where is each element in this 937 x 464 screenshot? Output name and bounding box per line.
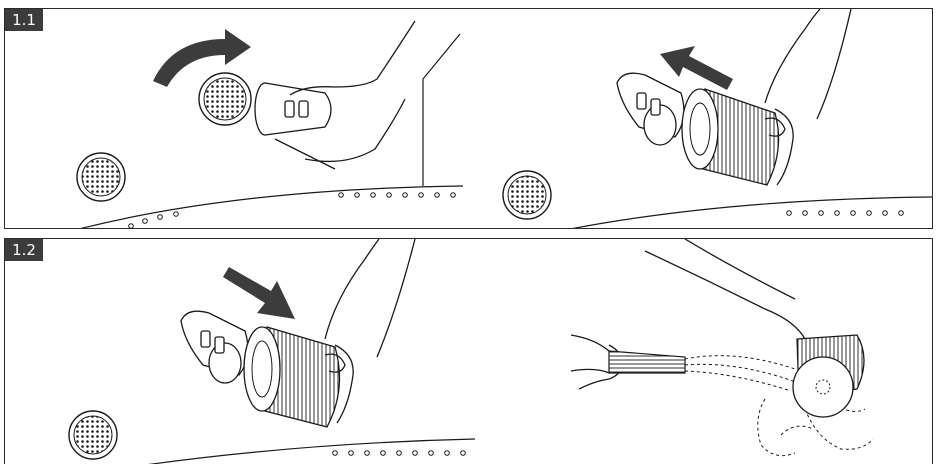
step-badge: 1.2 bbox=[5, 239, 43, 261]
filter-cartridge-icon bbox=[617, 73, 684, 145]
vacuum-base-outline bbox=[75, 34, 463, 229]
step-panel-1-1: 1.1 bbox=[4, 8, 933, 229]
pleated-filter-icon bbox=[682, 89, 779, 185]
vent-holes bbox=[333, 451, 466, 456]
filter-grate-icon bbox=[503, 171, 551, 219]
arrow-icon bbox=[223, 267, 295, 319]
pleated-filter-icon bbox=[793, 335, 864, 417]
step-1-2-illustration bbox=[5, 239, 933, 464]
filter-grate-icon bbox=[69, 411, 117, 459]
step-badge: 1.1 bbox=[5, 9, 43, 31]
filter-grate-icon bbox=[199, 73, 251, 125]
hand-icon bbox=[325, 239, 415, 423]
vent-holes bbox=[787, 211, 904, 216]
vent-holes bbox=[129, 193, 456, 229]
filter-cartridge-icon bbox=[255, 83, 331, 135]
filter-cartridge-icon bbox=[181, 311, 248, 383]
vacuum-base-outline bbox=[145, 439, 475, 464]
vacuum-base-outline bbox=[565, 197, 933, 229]
pleated-filter-icon bbox=[244, 327, 340, 427]
hand-icon bbox=[765, 9, 851, 185]
water-hose-icon bbox=[609, 351, 685, 373]
curved-arrow-icon bbox=[153, 29, 251, 87]
water-stream bbox=[685, 356, 873, 456]
hand-icon bbox=[571, 239, 805, 389]
step-panel-1-2: 1.2 bbox=[4, 238, 933, 464]
step-1-1-illustration bbox=[5, 9, 933, 229]
filter-grate-icon bbox=[77, 153, 125, 201]
arrow-icon bbox=[660, 46, 733, 90]
hand-icon bbox=[275, 21, 415, 169]
